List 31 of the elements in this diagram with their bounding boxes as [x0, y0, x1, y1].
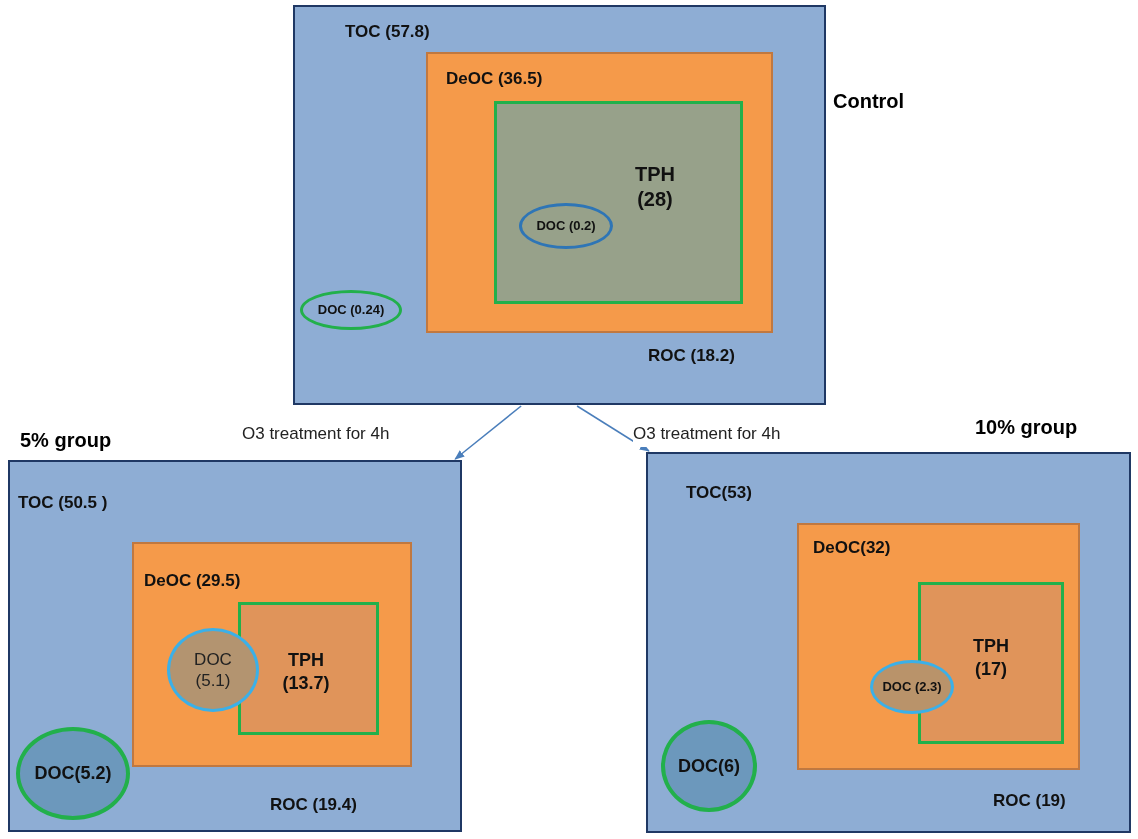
node-label: TPH (13.7) [281, 649, 331, 694]
node-label: ROC (18.2) [648, 345, 735, 367]
node-label: DOC (0.2) [536, 217, 596, 236]
node-label: TOC (57.8) [345, 21, 430, 43]
outer-panel [8, 460, 462, 832]
outer-panel [293, 5, 826, 405]
outer-panel [646, 452, 1131, 833]
node-label: DOC (5.1) [193, 648, 233, 692]
inner-box [238, 602, 379, 735]
node-label: TOC(53) [686, 482, 752, 504]
node-label: TOC (50.5 ) [18, 492, 108, 514]
node-label: TPH (17) [972, 635, 1010, 680]
node-label: TPH (28) [634, 162, 676, 212]
node-label: ROC (19) [993, 790, 1066, 812]
node-label: DOC (2.3) [882, 678, 942, 697]
inner-box [494, 101, 743, 304]
node-label: DOC (0.24) [317, 301, 385, 320]
node-label: DeOC (36.5) [446, 68, 543, 90]
node-label: ROC (19.4) [270, 794, 357, 816]
inner-box [132, 542, 412, 767]
group-heading: Control [833, 89, 905, 114]
inner-box [797, 523, 1080, 770]
node-label: DeOC (29.5) [144, 570, 241, 592]
node-label: DOC(6) [678, 754, 740, 778]
group-heading: 5% group [20, 428, 112, 453]
arrow [576, 405, 650, 452]
node-label: DeOC(32) [813, 537, 891, 559]
node-label: DOC(5.2) [34, 762, 112, 785]
group-heading: 10% group [975, 415, 1078, 440]
arrow [454, 405, 522, 460]
inner-box [426, 52, 773, 333]
